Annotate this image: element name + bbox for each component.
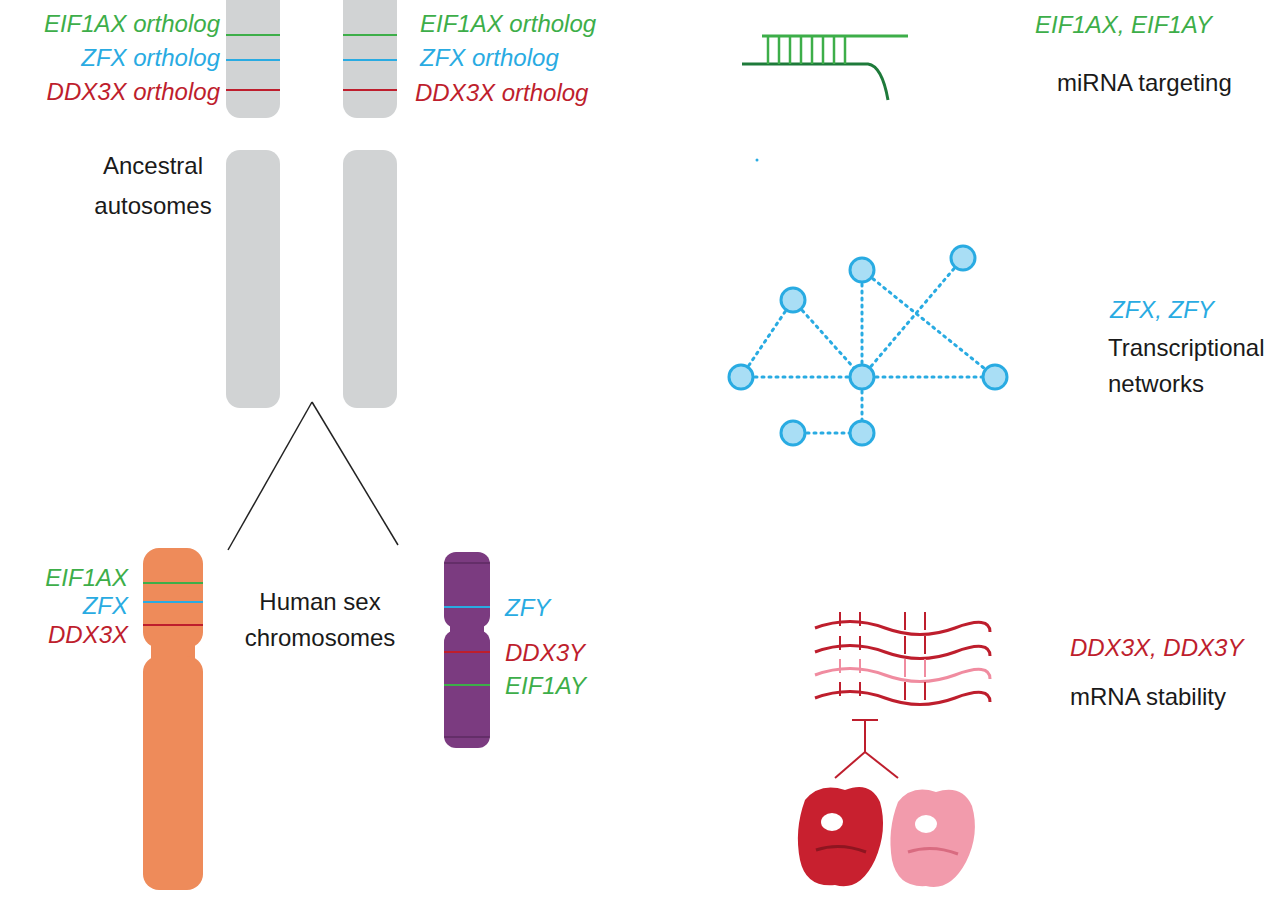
split-lines xyxy=(228,402,398,550)
gene-label: EIF1AX ortholog xyxy=(420,10,660,38)
gene-label: EIF1AX, EIF1AY xyxy=(1035,11,1275,39)
function-label: mRNA stability xyxy=(1070,683,1275,711)
gene-label: EIF1AX xyxy=(8,564,128,592)
ancestral-autosome xyxy=(226,0,280,408)
mrna-strands xyxy=(815,612,990,705)
gene-label: DDX3X ortholog xyxy=(415,79,655,107)
gene-label: ZFX ortholog xyxy=(0,44,220,72)
gene-label: ZFX, ZFY xyxy=(1110,296,1270,324)
ancestral-autosome xyxy=(343,0,397,408)
y-chromosome xyxy=(444,552,490,748)
gene-label: EIF1AX ortholog xyxy=(0,10,220,38)
function-label: Transcriptional networks xyxy=(1108,330,1278,402)
gene-label: DDX3Y xyxy=(505,639,625,667)
gene-label: DDX3X, DDX3Y xyxy=(1070,634,1275,662)
group-label: Ancestral autosomes xyxy=(83,146,223,226)
gene-label: DDX3X xyxy=(8,621,128,649)
gene-label: ZFX ortholog xyxy=(420,44,660,72)
gene-label: EIF1AY xyxy=(505,672,625,700)
gene-label: ZFX xyxy=(8,592,128,620)
mirna-duplex xyxy=(742,36,908,162)
inhibition-symbol xyxy=(835,720,898,778)
gene-label: DDX3X ortholog xyxy=(0,78,220,106)
gene-label: ZFY xyxy=(505,594,625,622)
ddx3-proteins xyxy=(798,787,975,887)
function-label: miRNA targeting xyxy=(1057,69,1277,97)
x-chromosome xyxy=(143,548,203,890)
transcription-network xyxy=(729,246,1007,445)
group-label: Human sex chromosomes xyxy=(230,584,410,656)
